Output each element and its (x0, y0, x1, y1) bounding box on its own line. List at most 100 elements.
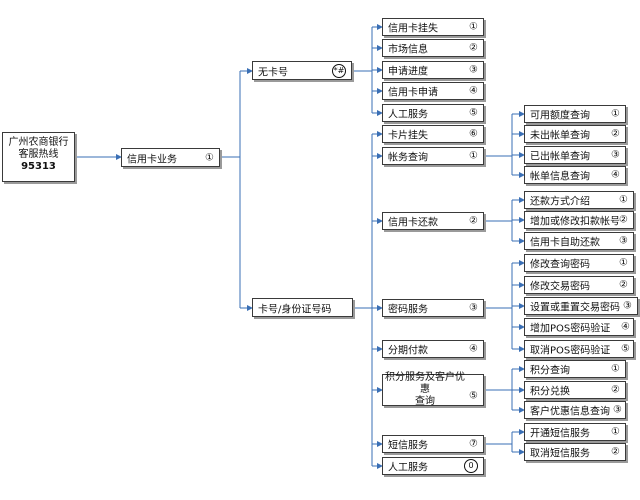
node-label: 人工服务 (388, 462, 428, 474)
node-label: 未出帐单查询 (530, 130, 590, 142)
node-repayment-methods: 还款方式介绍 ① (524, 191, 634, 209)
node-key: ② (611, 446, 620, 458)
node-key: ⑥ (469, 128, 478, 140)
node-label: 积分服务及客户优惠 查询 (385, 372, 465, 408)
node-modify-debit-account: 增加或修改扣款帐号 ② (524, 211, 634, 229)
node-modify-query-password: 修改查询密码 ① (524, 254, 634, 272)
node-key: ① (469, 150, 478, 162)
node-points-and-offers: 积分服务及客户优惠 查询 ⑤ (382, 372, 484, 408)
node-label-line2: 查询 (415, 396, 435, 407)
node-manual-service-card: 人工服务 0 (382, 457, 484, 475)
node-bill-info-query: 帐单信息查询 ④ (524, 166, 626, 184)
node-key: 0 (464, 459, 478, 473)
node-key: ① (619, 257, 628, 269)
node-card-loss-report: 信用卡挂失 ① (382, 18, 484, 36)
node-key: ④ (469, 343, 478, 355)
node-key: ④ (621, 321, 630, 333)
node-label: 取消短信服务 (530, 448, 590, 460)
node-points-query: 积分查询 ① (524, 360, 626, 378)
node-key: ① (611, 108, 620, 120)
node-key: ① (611, 426, 620, 438)
node-label: 修改交易密码 (530, 281, 590, 293)
node-add-pos-password: 增加POS密码验证 ④ (524, 318, 634, 336)
node-password-service: 密码服务 ③ (382, 299, 484, 317)
node-modify-transaction-password: 修改交易密码 ② (524, 276, 634, 294)
node-key: ③ (623, 300, 632, 312)
node-key: ⑤ (621, 343, 630, 355)
node-sms-service: 短信服务 ⑦ (382, 435, 484, 453)
node-key: ③ (619, 235, 628, 247)
node-billed-query: 已出帐单查询 ③ (524, 146, 626, 164)
node-label: 短信服务 (388, 440, 428, 452)
node-key: ⑤ (469, 390, 478, 402)
root-bank-name: 广州农商银行 (8, 137, 69, 148)
node-label: 信用卡挂失 (388, 23, 438, 35)
node-key: ⑤ (469, 107, 478, 119)
node-label: 客户优惠信息查询 (530, 406, 610, 418)
node-self-repayment: 信用卡自助还款 ③ (524, 232, 634, 250)
node-label: 帐务查询 (388, 152, 428, 164)
node-key: ② (469, 215, 478, 227)
node-label: 卡片挂失 (388, 130, 428, 142)
node-label: 无卡号 (258, 67, 288, 78)
node-label: 开通短信服务 (530, 428, 590, 440)
node-unbilled-query: 未出帐单查询 ② (524, 125, 626, 143)
node-label: 卡号/身份证号码 (258, 304, 332, 315)
root-node-hotline: 广州农商银行 客服热线 95313 (2, 132, 75, 182)
node-installment: 分期付款 ④ (382, 340, 484, 358)
node-label: 修改查询密码 (530, 259, 590, 271)
node-cancel-sms: 取消短信服务 ② (524, 443, 626, 461)
node-label: 帐单信息查询 (530, 171, 590, 183)
node-label: 人工服务 (388, 109, 428, 121)
node-available-credit-query: 可用额度查询 ① (524, 105, 626, 123)
node-market-info: 市场信息 ② (382, 39, 484, 57)
node-account-query: 帐务查询 ① (382, 147, 484, 165)
root-hotline-label: 客服热线 (18, 149, 59, 160)
node-key: ② (611, 384, 620, 396)
node-card-application: 信用卡申请 ④ (382, 82, 484, 100)
node-key: ① (469, 21, 478, 33)
node-label: 已出帐单查询 (530, 151, 590, 163)
node-label: 增加或修改扣款帐号 (530, 216, 620, 228)
node-key: ② (619, 279, 628, 291)
node-label: 申请进度 (388, 66, 428, 78)
node-label: 信用卡自助还款 (530, 237, 600, 249)
node-card-or-id-number: 卡号/身份证号码 (252, 298, 353, 317)
node-label: 积分查询 (530, 365, 570, 377)
node-label: 积分兑换 (530, 386, 570, 398)
node-points-redeem: 积分兑换 ② (524, 381, 626, 399)
node-label: 还款方式介绍 (530, 196, 590, 208)
node-card-loss: 卡片挂失 ⑥ (382, 125, 484, 143)
node-label: 信用卡还款 (388, 217, 438, 229)
node-label: 分期付款 (388, 345, 428, 357)
node-label: 增加POS密码验证 (530, 323, 611, 335)
node-key: ③ (469, 64, 478, 76)
node-label: 信用卡业务 (127, 154, 177, 165)
node-key: ② (611, 128, 620, 140)
node-key: ③ (611, 149, 620, 161)
node-label: 密码服务 (388, 304, 428, 316)
node-label: 市场信息 (388, 44, 428, 56)
node-key: ④ (611, 169, 620, 181)
node-label: 可用额度查询 (530, 110, 590, 122)
node-repayment: 信用卡还款 ② (382, 212, 484, 230)
node-cancel-pos-password: 取消POS密码验证 ⑤ (524, 340, 634, 358)
node-offers-query: 客户优惠信息查询 ③ (524, 401, 626, 419)
node-key: ⑦ (469, 438, 478, 450)
node-manual-service-no-card: 人工服务 ⑤ (382, 104, 484, 122)
node-key: *# (332, 63, 346, 78)
node-key: ① (205, 152, 214, 163)
node-credit-card-business: 信用卡业务 ① (121, 148, 220, 167)
node-label: 信用卡申请 (388, 87, 438, 99)
root-hotline-number: 95313 (21, 161, 56, 172)
node-key: ① (619, 194, 628, 206)
node-set-transaction-password: 设置或重置交易密码 ③ (524, 297, 638, 315)
node-application-progress: 申请进度 ③ (382, 61, 484, 79)
node-key: ③ (469, 302, 478, 314)
node-label: 设置或重置交易密码 (530, 302, 620, 314)
node-key: ② (619, 214, 628, 226)
node-label: 取消POS密码验证 (530, 345, 611, 357)
node-key: ① (611, 363, 620, 375)
node-no-card: 无卡号 *# (252, 61, 352, 80)
